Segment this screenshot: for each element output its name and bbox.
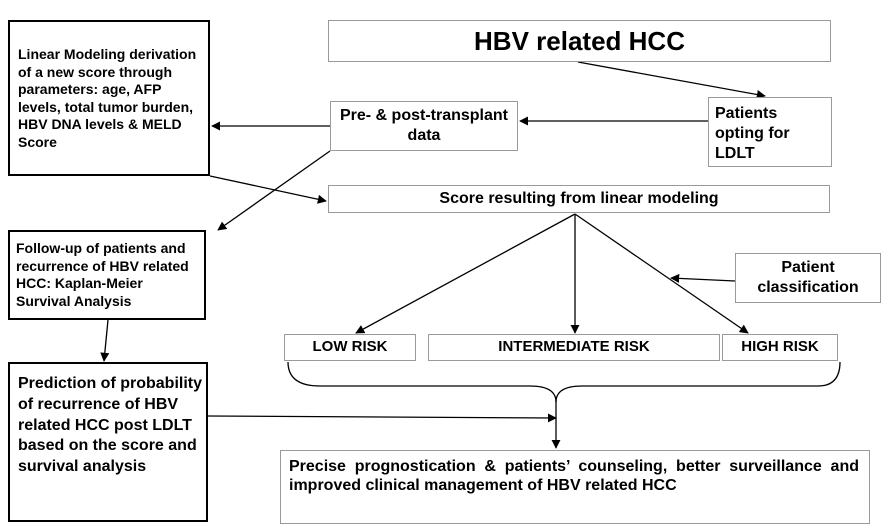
patient-classification-box: Patient classification <box>735 253 881 303</box>
pre-post-data-box: Pre- & post-transplant data <box>330 101 518 151</box>
prediction-text: Prediction of probability of recurrence … <box>18 375 203 476</box>
arrow-score-to-low <box>355 213 576 334</box>
intermediate-risk-text: INTERMEDIATE RISK <box>498 338 650 356</box>
arrow-score-to-high <box>574 213 749 334</box>
patient-classification-text: Patient classification <box>757 259 859 296</box>
high-risk-box: HIGH RISK <box>722 334 838 361</box>
arrow-followup-to-prediction <box>100 319 110 362</box>
arrow-prepost-to-followup <box>217 150 331 231</box>
outcome-box: Precise prognostication & patients’ coun… <box>280 450 870 524</box>
patients-opting-box: Patients opting for LDLT <box>708 97 832 167</box>
prediction-box: Prediction of probability of recurrence … <box>8 362 208 522</box>
title-text: HBV related HCC <box>474 25 685 56</box>
intermediate-risk-box: INTERMEDIATE RISK <box>428 334 720 361</box>
outcome-text: Precise prognostication & patients’ coun… <box>289 458 859 495</box>
risk-brace <box>287 361 841 403</box>
score-result-box: Score resulting from linear modeling <box>328 185 830 213</box>
low-risk-text: LOW RISK <box>312 338 388 356</box>
arrow-linear-to-score <box>209 175 327 204</box>
linear-modeling-box: Linear Modeling derivation of a new scor… <box>8 20 210 176</box>
arrow-title-to-patients <box>577 61 766 100</box>
low-risk-box: LOW RISK <box>284 334 416 361</box>
pre-post-data-text: Pre- & post-transplant data <box>339 107 508 144</box>
follow-up-box: Follow-up of patients and recurrence of … <box>8 230 206 320</box>
title-box: HBV related HCC <box>328 20 831 62</box>
high-risk-text: HIGH RISK <box>741 338 819 356</box>
arrow-prediction-to-outcome <box>207 413 557 423</box>
arrow-classification-to-lines <box>670 273 736 283</box>
score-result-text: Score resulting from linear modeling <box>439 190 719 207</box>
patients-opting-text: Patients opting for LDLT <box>715 105 790 162</box>
follow-up-text: Follow-up of patients and recurrence of … <box>16 240 189 309</box>
linear-modeling-text: Linear Modeling derivation of a new scor… <box>18 46 197 150</box>
